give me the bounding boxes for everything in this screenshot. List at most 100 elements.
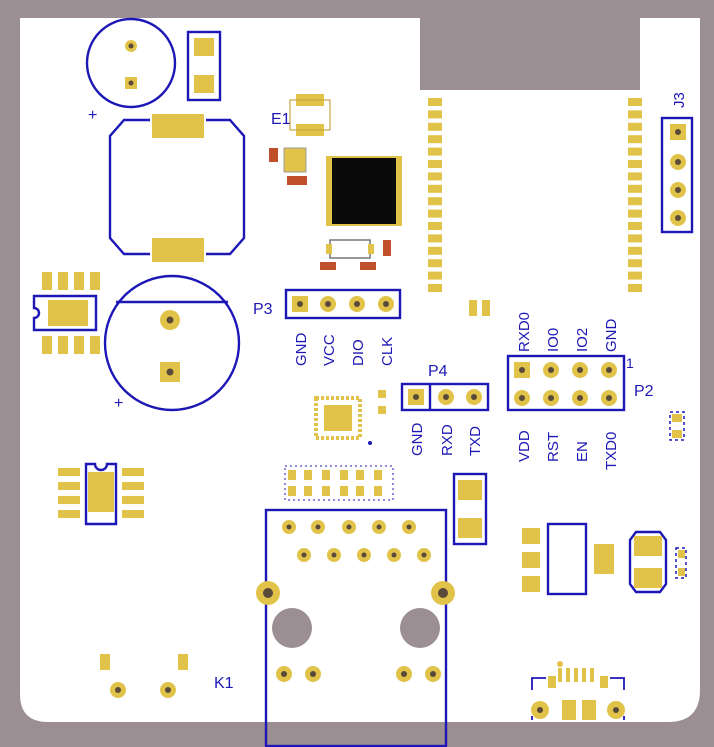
soic-bottom-left (58, 462, 144, 526)
module-pad (628, 197, 642, 206)
module-pad (428, 209, 442, 218)
rj45-pin-hole (346, 524, 352, 530)
smd-pad (322, 470, 330, 480)
rj45-pin-hole (361, 552, 367, 558)
rj45-pin-hole (286, 524, 292, 530)
smd-pad (304, 470, 312, 480)
p3-header: P3 GND VCC DIO CLK (253, 288, 402, 367)
module-pad (428, 197, 442, 206)
smd-electrolytic-cap (108, 114, 246, 262)
module-pads-right (628, 98, 642, 292)
module-pad (628, 135, 642, 144)
label-p3: P3 (253, 301, 273, 318)
smd-pad (356, 486, 364, 496)
p2-bottom-pin-label: RST (545, 432, 562, 462)
module-pad (628, 259, 642, 268)
smd-small-parts (269, 147, 391, 270)
module-pad (428, 110, 442, 119)
smd-pad (482, 300, 490, 316)
smd-right-pair (452, 472, 488, 546)
p2-top-pin-label: IO0 (545, 328, 562, 352)
smd-pad (340, 486, 348, 496)
module-pad (628, 160, 642, 168)
smd-pad-row (284, 465, 394, 501)
rj45-pin-hole (301, 552, 307, 558)
electrolytic-cap-small: + (85, 17, 177, 124)
module-pad (428, 135, 442, 144)
rj45-pin-hole (315, 524, 321, 530)
module-pad (428, 246, 442, 255)
p4-pin-label: GND (409, 423, 426, 457)
label-p4: P4 (428, 363, 448, 380)
small-qfn (314, 390, 386, 445)
module-pad (428, 234, 442, 243)
module-pad (428, 172, 442, 181)
module-pad (428, 184, 442, 193)
module-pad (628, 147, 642, 156)
p3-pin-label: CLK (379, 337, 396, 366)
k1-switch: K1 (100, 654, 234, 698)
rj45-pin-hole (331, 552, 337, 558)
smd-pad (288, 486, 296, 496)
diode-top (186, 30, 222, 102)
smd-outline (284, 465, 394, 501)
p2-top-pin-label: GND (603, 319, 620, 353)
module-pad (428, 122, 442, 131)
regulator-sot (522, 522, 614, 596)
label-pin1: 1 (626, 355, 634, 371)
board-outline (20, 18, 700, 722)
smd-pad (322, 486, 330, 496)
p3-pin-label: DIO (350, 339, 367, 366)
module-pad (628, 122, 642, 131)
tantalum-cap (628, 530, 687, 594)
label-k1: K1 (214, 675, 234, 692)
p2-top-pin-label: RXD0 (516, 312, 533, 352)
smd-pad (340, 470, 348, 480)
module-pad (628, 110, 642, 119)
module-pad (628, 271, 642, 280)
p4-header: P4 GND RXD TXD (400, 363, 490, 457)
p2-bottom-pin-label: EN (574, 441, 591, 462)
p2-bottom-pin-label: TXD0 (603, 432, 620, 470)
p3-pin-label: GND (293, 333, 310, 367)
e1-component: E1 (271, 94, 331, 136)
p4-pin-label: TXD (467, 426, 484, 456)
p2-bottom-pin-label: VDD (516, 430, 533, 462)
main-ic-qfn (326, 156, 402, 226)
smd-pad (374, 486, 382, 496)
smd-pad (288, 470, 296, 480)
electrolytic-cap-large: + (103, 274, 241, 412)
module-pad (428, 222, 442, 230)
rj45-pin-hole (391, 552, 397, 558)
rj45-connector (256, 508, 455, 747)
module-pad (428, 271, 442, 280)
module-pad (628, 184, 642, 193)
rj45-pin-hole (406, 524, 412, 530)
label-j3: J3 (671, 92, 688, 108)
rj45-pin-hole (376, 524, 382, 530)
smd-pad (374, 470, 382, 480)
module-pad (428, 147, 442, 156)
j3-header: J3 (660, 92, 694, 234)
module-pad (428, 259, 442, 268)
module-pad (628, 222, 642, 230)
smd-pad (469, 300, 477, 316)
module-pad (428, 160, 442, 168)
plus-mark-top: + (88, 107, 97, 124)
p3-pin-label: VCC (321, 334, 338, 366)
module-pad (628, 172, 642, 181)
label-e1: E1 (271, 111, 291, 128)
smd-pad (304, 486, 312, 496)
p2-header: 1 P2 RXD0 IO0 IO2 GND VDD RST EN TXD0 (506, 312, 654, 470)
micro-usb-connector (531, 661, 625, 720)
module-pad (428, 98, 442, 106)
p2-top-pin-label: IO2 (574, 328, 591, 352)
p4-pin-label: RXD (439, 424, 456, 456)
module-pad (428, 284, 442, 292)
module-pad (628, 209, 642, 218)
module-pad (628, 234, 642, 243)
module-pad (628, 284, 642, 292)
module-pads-left (428, 98, 442, 292)
plus-mark-bottom: + (114, 395, 123, 412)
